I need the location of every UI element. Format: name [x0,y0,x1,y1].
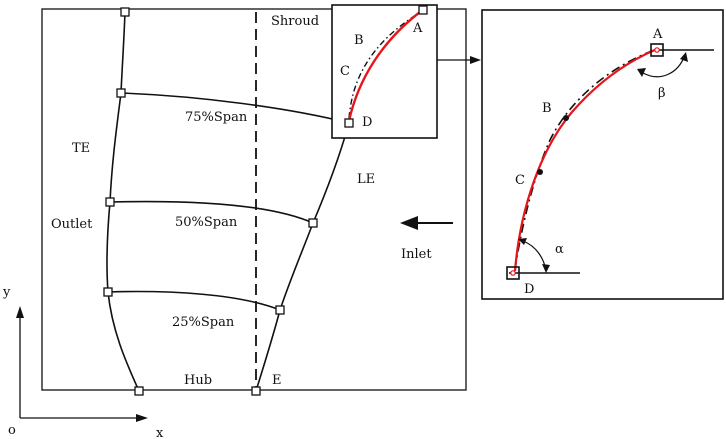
span-line-50 [109,200,314,224]
node-te-25 [103,287,113,297]
label-point-d-detail: D [524,282,534,297]
node-le-25 [275,305,285,315]
node-te-50 [105,197,115,207]
beta-arc-arrowhead-right [680,52,688,62]
inlet-arrow-head [400,216,418,230]
node-le-hub [251,386,261,396]
alpha-arc-arrowhead-bottom [542,264,550,273]
detail-node-a-dot [654,47,660,53]
span-line-25 [107,290,281,311]
label-te: TE [72,141,90,156]
node-te-hub [134,386,144,396]
camber-red-small [347,8,425,122]
detail-panel-frame [481,9,724,300]
axis-origin-label: o [8,423,16,438]
point-b-dot [563,115,569,121]
node-te-top [120,7,130,17]
point-c-dot [537,169,543,175]
camber-dashdot-small [348,9,425,119]
label-outlet: Outlet [51,217,93,232]
axis-y-label: y [2,285,11,300]
label-beta: β [658,86,666,101]
label-point-b-detail: B [542,101,552,116]
axis-x-label: x [156,426,164,439]
label-span-25: 25%Span [172,315,235,330]
leading-edge-curve [255,122,350,392]
y-axis-arrowhead [16,306,24,318]
label-point-c-small: C [340,64,350,79]
camber-dashdot-detail [514,49,655,271]
label-point-b-small: B [354,33,364,48]
label-span-50: 50%Span [175,215,238,230]
detail-node-a [650,43,664,57]
label-point-d-small: D [362,115,372,130]
label-point-e: E [272,373,282,388]
node-le-50 [308,218,318,228]
label-inlet: Inlet [401,247,432,262]
label-point-c-detail: C [515,173,525,188]
node-a-small [418,5,428,15]
label-alpha: α [555,242,564,257]
node-te-75 [116,88,126,98]
label-point-a-detail: A [652,27,663,42]
camber-red-detail [513,47,658,272]
label-hub: Hub [184,373,212,388]
node-markers [103,5,428,396]
zoom-arrow-head [470,56,481,64]
detail-node-d [506,266,520,280]
label-le: LE [357,172,375,187]
label-span-75: 75%Span [185,110,248,125]
x-axis-arrowhead [136,414,148,422]
beta-arc-arrowhead-left [637,68,646,77]
alpha-arc-arrowhead-top [518,238,527,245]
detail-node-d-dot [510,270,516,276]
alpha-angle-arc [522,240,547,272]
label-shroud: Shroud [271,14,319,29]
label-point-a-small: A [412,21,423,36]
beta-angle-arc [642,54,686,78]
span-line-75 [120,92,350,124]
node-d-small [344,118,354,128]
